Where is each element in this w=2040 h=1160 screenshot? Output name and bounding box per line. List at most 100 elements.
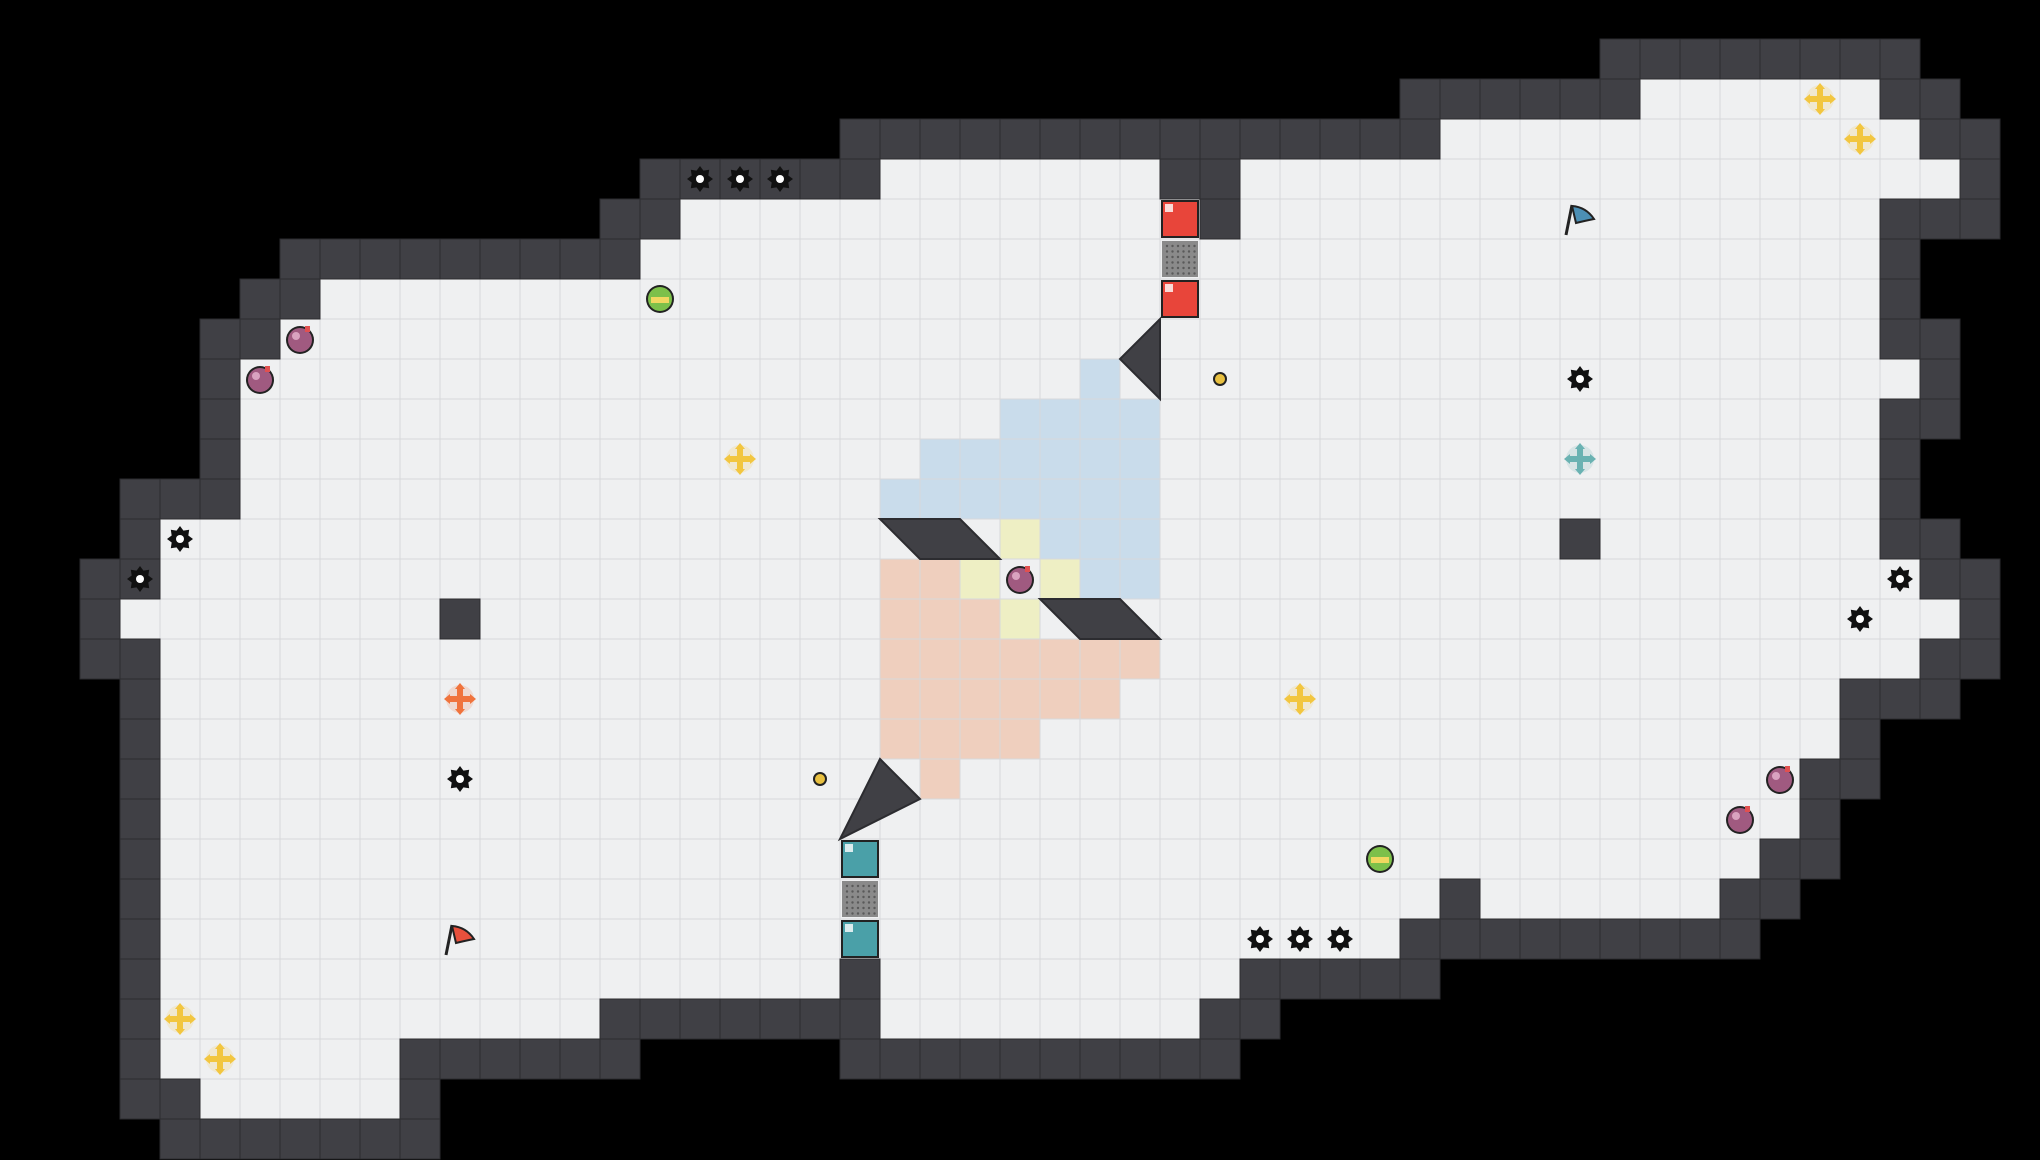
boost-cross-icon (444, 683, 476, 715)
salmon-zone-tile (999, 638, 1041, 680)
wall-tile (119, 678, 161, 720)
wall-tile (199, 478, 241, 520)
wall-tile (199, 398, 241, 440)
salmon-zone-tile (879, 638, 921, 680)
wall-tile (199, 318, 241, 360)
blue-zone-tile (1039, 518, 1081, 560)
blue-zone-tile (1119, 398, 1161, 440)
salmon-zone-tile (919, 638, 961, 680)
gate-block-icon (1161, 280, 1199, 318)
wall-tile (639, 158, 681, 200)
wall-tile (439, 1038, 481, 1080)
blue-zone-tile (1079, 398, 1121, 440)
wall-tile (1479, 918, 1521, 960)
spike-icon (687, 166, 713, 192)
wall-layer (79, 38, 2001, 1160)
wall-tile (839, 1038, 881, 1080)
blue-zone-tile (1079, 358, 1121, 400)
blue-zone-tile (959, 478, 1001, 520)
wall-tile (879, 1038, 921, 1080)
diagonal-wall (1118, 316, 1161, 402)
bomb-icon (1766, 766, 1794, 794)
wall-tile (1559, 518, 1601, 560)
salmon-zone-tile (999, 678, 1041, 720)
wall-tile (479, 1038, 521, 1080)
salmon-zone-tile (879, 678, 921, 720)
wall-tile (1839, 38, 1881, 80)
spike-icon (1887, 566, 1913, 592)
spike-icon (447, 766, 473, 792)
wall-tile (399, 1038, 441, 1080)
wall-tile (1359, 118, 1401, 160)
wall-tile (1919, 398, 1961, 440)
wall-tile (119, 878, 161, 920)
wall-tile (1959, 198, 2001, 240)
wall-tile (159, 1078, 201, 1120)
blue-zone-tile (1039, 398, 1081, 440)
wall-tile (319, 1118, 361, 1160)
wall-tile (1759, 878, 1801, 920)
wall-tile (239, 278, 281, 320)
boost-cross-icon (1284, 683, 1316, 715)
wall-tile (119, 838, 161, 880)
wall-tile (1919, 678, 1961, 720)
wall-tile (999, 1038, 1041, 1080)
salmon-zone-tile (1039, 638, 1081, 680)
diagonal-wall (837, 757, 922, 842)
salmon-zone-tile (919, 558, 961, 600)
blue-zone-tile (1119, 558, 1161, 600)
boost-cross-icon (1844, 123, 1876, 155)
salmon-zone-tile (1119, 638, 1161, 680)
wall-tile (1279, 118, 1321, 160)
wall-tile (1919, 358, 1961, 400)
wall-tile (1199, 158, 1241, 200)
wall-tile (1799, 758, 1841, 800)
wall-tile (1879, 78, 1921, 120)
wall-tile (839, 958, 881, 1000)
wall-tile (199, 1118, 241, 1160)
wall-tile (1039, 1038, 1081, 1080)
wall-tile (1879, 518, 1921, 560)
wall-tile (1959, 598, 2001, 640)
wall-tile (759, 998, 801, 1040)
salmon-zone-tile (1079, 638, 1121, 680)
wall-tile (519, 1038, 561, 1080)
blue-zone-tile (999, 438, 1041, 480)
blue-zone-tile (1119, 518, 1161, 560)
wall-tile (1879, 398, 1921, 440)
wall-tile (1199, 118, 1241, 160)
wall-tile (999, 118, 1041, 160)
spike-icon (1287, 926, 1313, 952)
wall-tile (479, 238, 521, 280)
yellow-zone-tile (1039, 558, 1081, 600)
blue-zone-tile (1079, 438, 1121, 480)
wall-tile (239, 318, 281, 360)
wall-tile (119, 718, 161, 760)
wall-tile (319, 238, 361, 280)
wall-tile (1199, 198, 1241, 240)
wall-tile (1879, 318, 1921, 360)
wall-tile (1679, 38, 1721, 80)
wall-tile (279, 238, 321, 280)
wall-tile (1919, 118, 1961, 160)
wall-tile (599, 1038, 641, 1080)
wall-tile (1079, 118, 1121, 160)
yellow-zone-tile (999, 598, 1041, 640)
wall-tile (119, 478, 161, 520)
salmon-zone-tile (919, 758, 961, 800)
blue-zone-tile (1079, 558, 1121, 600)
yellow-zone-tile (959, 558, 1001, 600)
wall-tile (79, 638, 121, 680)
flag-icon (1564, 204, 1596, 236)
boost-cross-icon (1804, 83, 1836, 115)
blue-zone-tile (1079, 518, 1121, 560)
salmon-zone-tile (959, 678, 1001, 720)
wall-tile (359, 1118, 401, 1160)
spike-icon (727, 166, 753, 192)
wall-tile (1799, 798, 1841, 840)
salmon-zone-tile (959, 598, 1001, 640)
wall-tile (559, 238, 601, 280)
bomb-icon (286, 326, 314, 354)
